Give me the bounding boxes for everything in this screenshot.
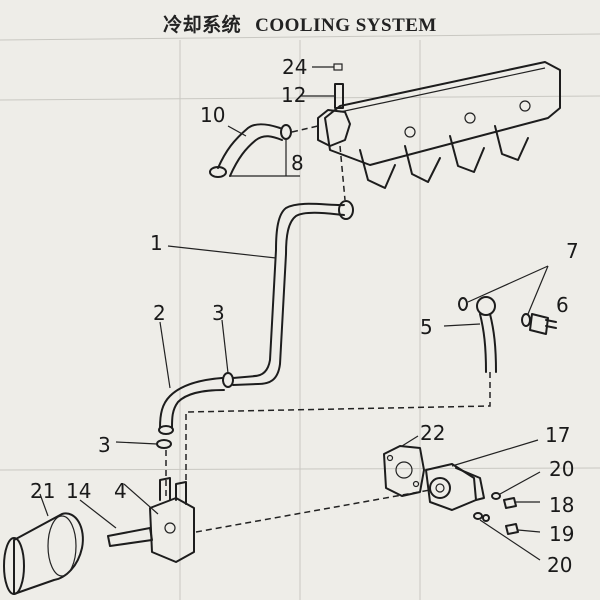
callout-1: 1 (150, 231, 163, 255)
washer-20-upper (491, 471, 541, 500)
callout-24: 24 (282, 55, 307, 79)
pipe-1 (167, 200, 354, 385)
callout-22: 22 (420, 421, 445, 445)
callout-10: 10 (200, 103, 225, 127)
background-table-ghost (0, 33, 600, 600)
fitting-bolt-24 (312, 63, 343, 71)
dashed-route-pump (195, 489, 431, 533)
hose-2 (158, 321, 225, 435)
callout-14: 14 (66, 479, 91, 503)
callout-12: 12 (281, 83, 306, 107)
pump-17 (425, 439, 539, 511)
clamp-3-upper (221, 319, 259, 388)
fitting-12 (300, 83, 344, 109)
callout-4: 4 (114, 479, 127, 503)
callout-20-upper: 20 (549, 457, 574, 481)
title-english: COOLING SYSTEM (255, 15, 437, 36)
callout-2: 2 (153, 301, 166, 325)
tube-5 (443, 296, 497, 373)
callout-3-upper: 3 (212, 301, 225, 325)
hose-10 (209, 123, 319, 178)
callout-8: 8 (291, 151, 304, 175)
fitting-14 (79, 499, 153, 547)
callout-5: 5 (420, 315, 433, 339)
callout-20-lower: 20 (547, 553, 572, 577)
washer-20-lower (473, 512, 541, 561)
bolt-6 (529, 313, 557, 335)
gasket-22 (383, 435, 425, 497)
filter-head-4 (123, 477, 195, 563)
callout-labels: 24 12 10 8 1 7 6 5 2 3 3 22 17 20 18 19 … (30, 55, 579, 577)
callout-3-lower: 3 (98, 433, 111, 457)
callout-6: 6 (556, 293, 569, 317)
callout-18: 18 (549, 493, 574, 517)
dashed-route (185, 372, 491, 500)
washer-7 (458, 265, 549, 327)
bolt-18 (503, 497, 540, 509)
callout-7: 7 (566, 239, 579, 263)
filter-21 (3, 493, 84, 595)
manifold (317, 61, 561, 201)
clamp-3-lower (115, 439, 172, 500)
bolt-19 (482, 514, 541, 535)
callout-21: 21 (30, 479, 55, 503)
title-chinese: 冷却系统 (163, 15, 242, 36)
callout-19: 19 (549, 522, 574, 546)
callout-17: 17 (545, 423, 570, 447)
diagram-title: 冷却系统 COOLING SYSTEM (0, 10, 600, 37)
